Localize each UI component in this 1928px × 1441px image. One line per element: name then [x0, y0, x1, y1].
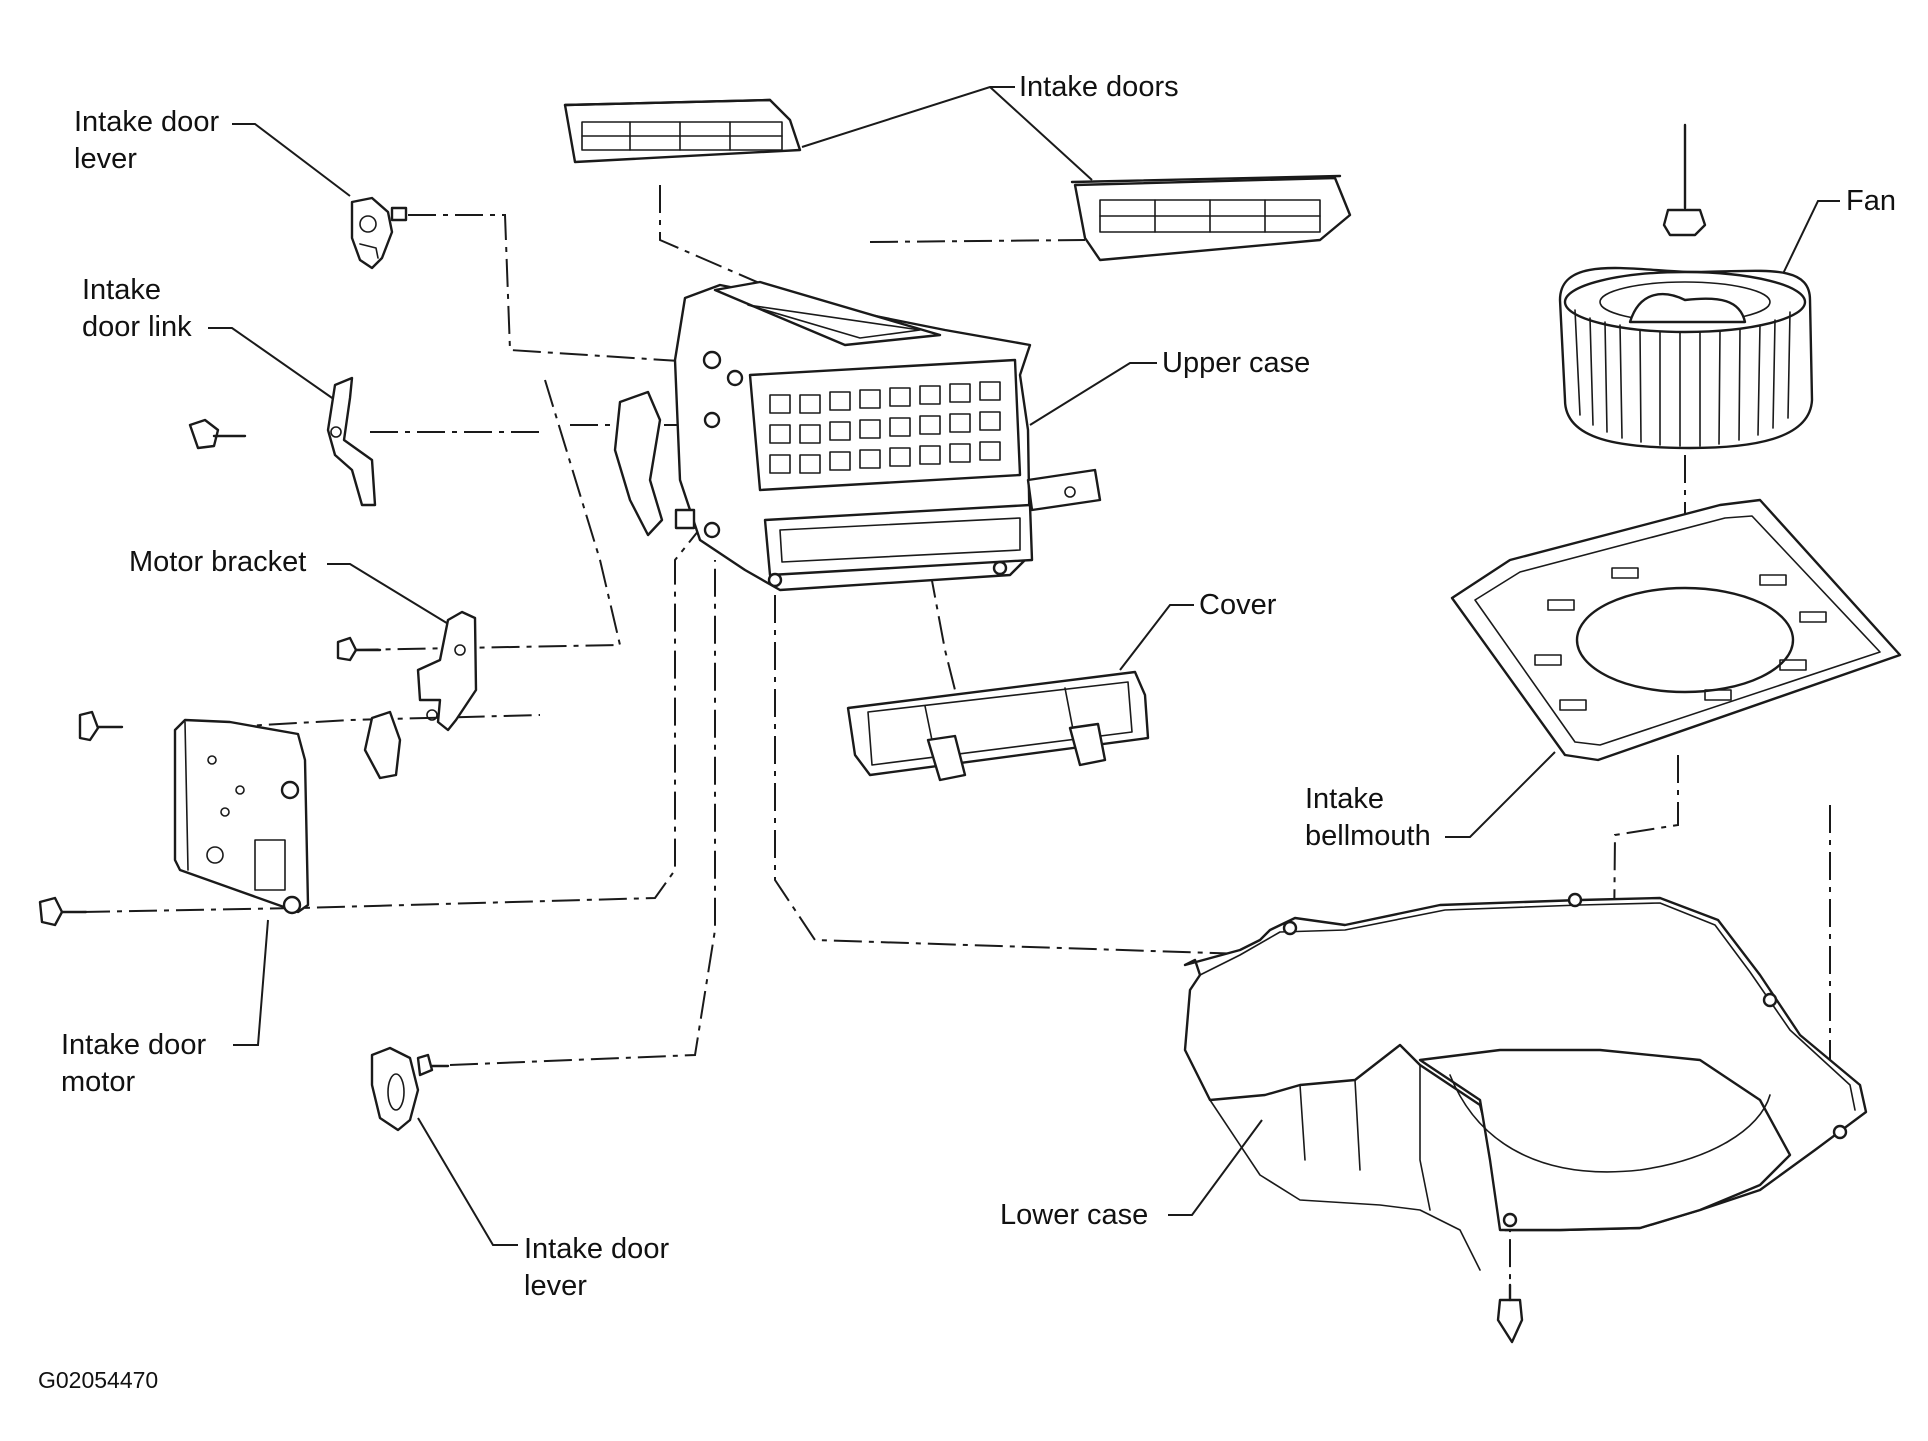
intake-door-lever-top-part: [350, 196, 408, 270]
motor-bracket-part: [336, 610, 478, 780]
label-cover: Cover: [1199, 589, 1277, 621]
intake-door-link-part: [188, 376, 377, 507]
label-intake-door-lever-bottom: Intake door lever: [524, 1233, 670, 1302]
label-intake-door-link: Intake door link: [82, 274, 192, 343]
figure-code: G02054470: [38, 1367, 159, 1393]
intake-door-motor-part: [38, 710, 310, 927]
intake-bellmouth-part: [1450, 498, 1902, 762]
leader-lines: [208, 86, 1840, 1246]
fan-part: [1558, 123, 1814, 450]
upper-case-part: [613, 280, 1102, 592]
lower-case-part: [1183, 892, 1868, 1344]
intake-doors-part: [563, 98, 1352, 262]
label-fan: Fan: [1846, 185, 1896, 217]
intake-door-lever-bottom-part: [370, 1046, 450, 1132]
label-intake-bellmouth: Intake bellmouth: [1305, 783, 1431, 852]
label-upper-case: Upper case: [1162, 347, 1311, 379]
label-intake-door-lever-top: Intake door lever: [74, 106, 220, 175]
cover-part: [846, 670, 1150, 782]
label-intake-doors: Intake doors: [1019, 71, 1179, 103]
label-lower-case: Lower case: [1000, 1199, 1149, 1231]
label-intake-door-motor: Intake door motor: [61, 1029, 207, 1098]
label-motor-bracket: Motor bracket: [129, 546, 307, 578]
